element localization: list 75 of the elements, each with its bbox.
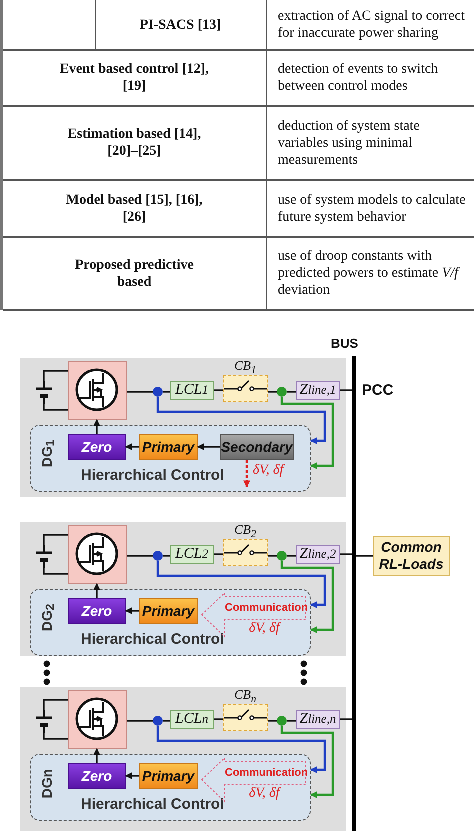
wire <box>340 390 352 392</box>
wire <box>356 555 373 557</box>
wire <box>268 555 277 557</box>
arrow <box>125 772 139 780</box>
arrow <box>94 583 100 598</box>
panel-title: Hierarchical Control <box>81 467 224 485</box>
arrow <box>244 460 250 488</box>
method-name: Event based control [12], [19] <box>60 61 210 95</box>
control-block: Primary <box>139 434 198 460</box>
control-block: Primary <box>139 763 198 789</box>
bus-label: BUS <box>331 336 358 351</box>
node-caption: PCC <box>362 382 394 400</box>
wire <box>340 554 352 556</box>
arrow <box>125 608 139 614</box>
control-block: Secondary <box>220 434 294 460</box>
breaker-label: CB$_{n}$ <box>233 688 258 707</box>
wire <box>214 554 223 556</box>
wire <box>163 555 170 557</box>
inverter-block <box>68 690 127 749</box>
edge-label: δV, δf <box>253 463 284 479</box>
arrow <box>94 419 100 434</box>
wire <box>127 720 153 722</box>
wire <box>214 718 223 720</box>
inverter-block <box>68 361 127 420</box>
control-panel <box>30 754 311 821</box>
arrow <box>94 748 100 763</box>
panel-title: Hierarchical Control <box>81 631 224 649</box>
wire <box>127 391 153 393</box>
breaker-label: CB$_{1}$ <box>233 359 258 378</box>
arrow <box>280 726 334 798</box>
control-block: Zero <box>68 598 126 624</box>
battery-symbol <box>36 710 52 733</box>
wire <box>287 720 296 722</box>
wire <box>268 391 277 393</box>
method-description: extraction of AC signal to correct for inaccurate power sharing <box>278 8 466 42</box>
wire <box>43 534 69 575</box>
method-description: use of droop constants with predicted powers to estimate V/f deviation <box>278 248 461 299</box>
control-block: Primary <box>139 598 198 624</box>
method-description: use of system models to calculate future system behavior <box>278 192 467 226</box>
panel-title: Hierarchical Control <box>81 796 224 814</box>
method-name: Estimation based [14], [20]–[25] <box>66 126 202 160</box>
control-panel <box>30 425 311 492</box>
wire <box>43 370 69 411</box>
method-description: deduction of system state variables using minimal measurements <box>278 118 421 168</box>
method-name: Model based [15], [16], [26] <box>65 192 204 226</box>
control-block: Zero <box>68 434 126 460</box>
method-name: PI-SACS [13] <box>140 16 222 34</box>
wire <box>127 555 153 557</box>
arrow <box>280 397 334 470</box>
arrow <box>156 561 326 608</box>
wire <box>287 391 296 393</box>
load-block: Common RL-Loads <box>373 536 450 576</box>
wire <box>163 720 170 722</box>
arrow <box>156 397 326 444</box>
breaker-label: CB$_{2}$ <box>233 523 258 542</box>
control-block: Zero <box>68 763 126 789</box>
wire <box>43 699 69 740</box>
math-label: δV, δf <box>248 786 282 802</box>
arrow <box>125 444 139 450</box>
battery-symbol <box>36 381 52 404</box>
wire <box>214 390 223 392</box>
wire <box>268 720 277 722</box>
battery-symbol <box>36 545 52 568</box>
arrow <box>156 726 326 774</box>
control-panel <box>30 589 311 656</box>
arrow <box>280 561 334 634</box>
method-description: detection of events to switch between control modes <box>278 61 440 95</box>
wire <box>163 391 170 393</box>
inverter-block <box>68 525 127 584</box>
arrow <box>197 444 220 450</box>
wire <box>340 718 352 720</box>
math-label: δV, δf <box>248 621 282 637</box>
wire <box>287 555 296 557</box>
panel-label: DGn <box>39 769 55 799</box>
method-name: Proposed predictive based <box>74 256 195 290</box>
